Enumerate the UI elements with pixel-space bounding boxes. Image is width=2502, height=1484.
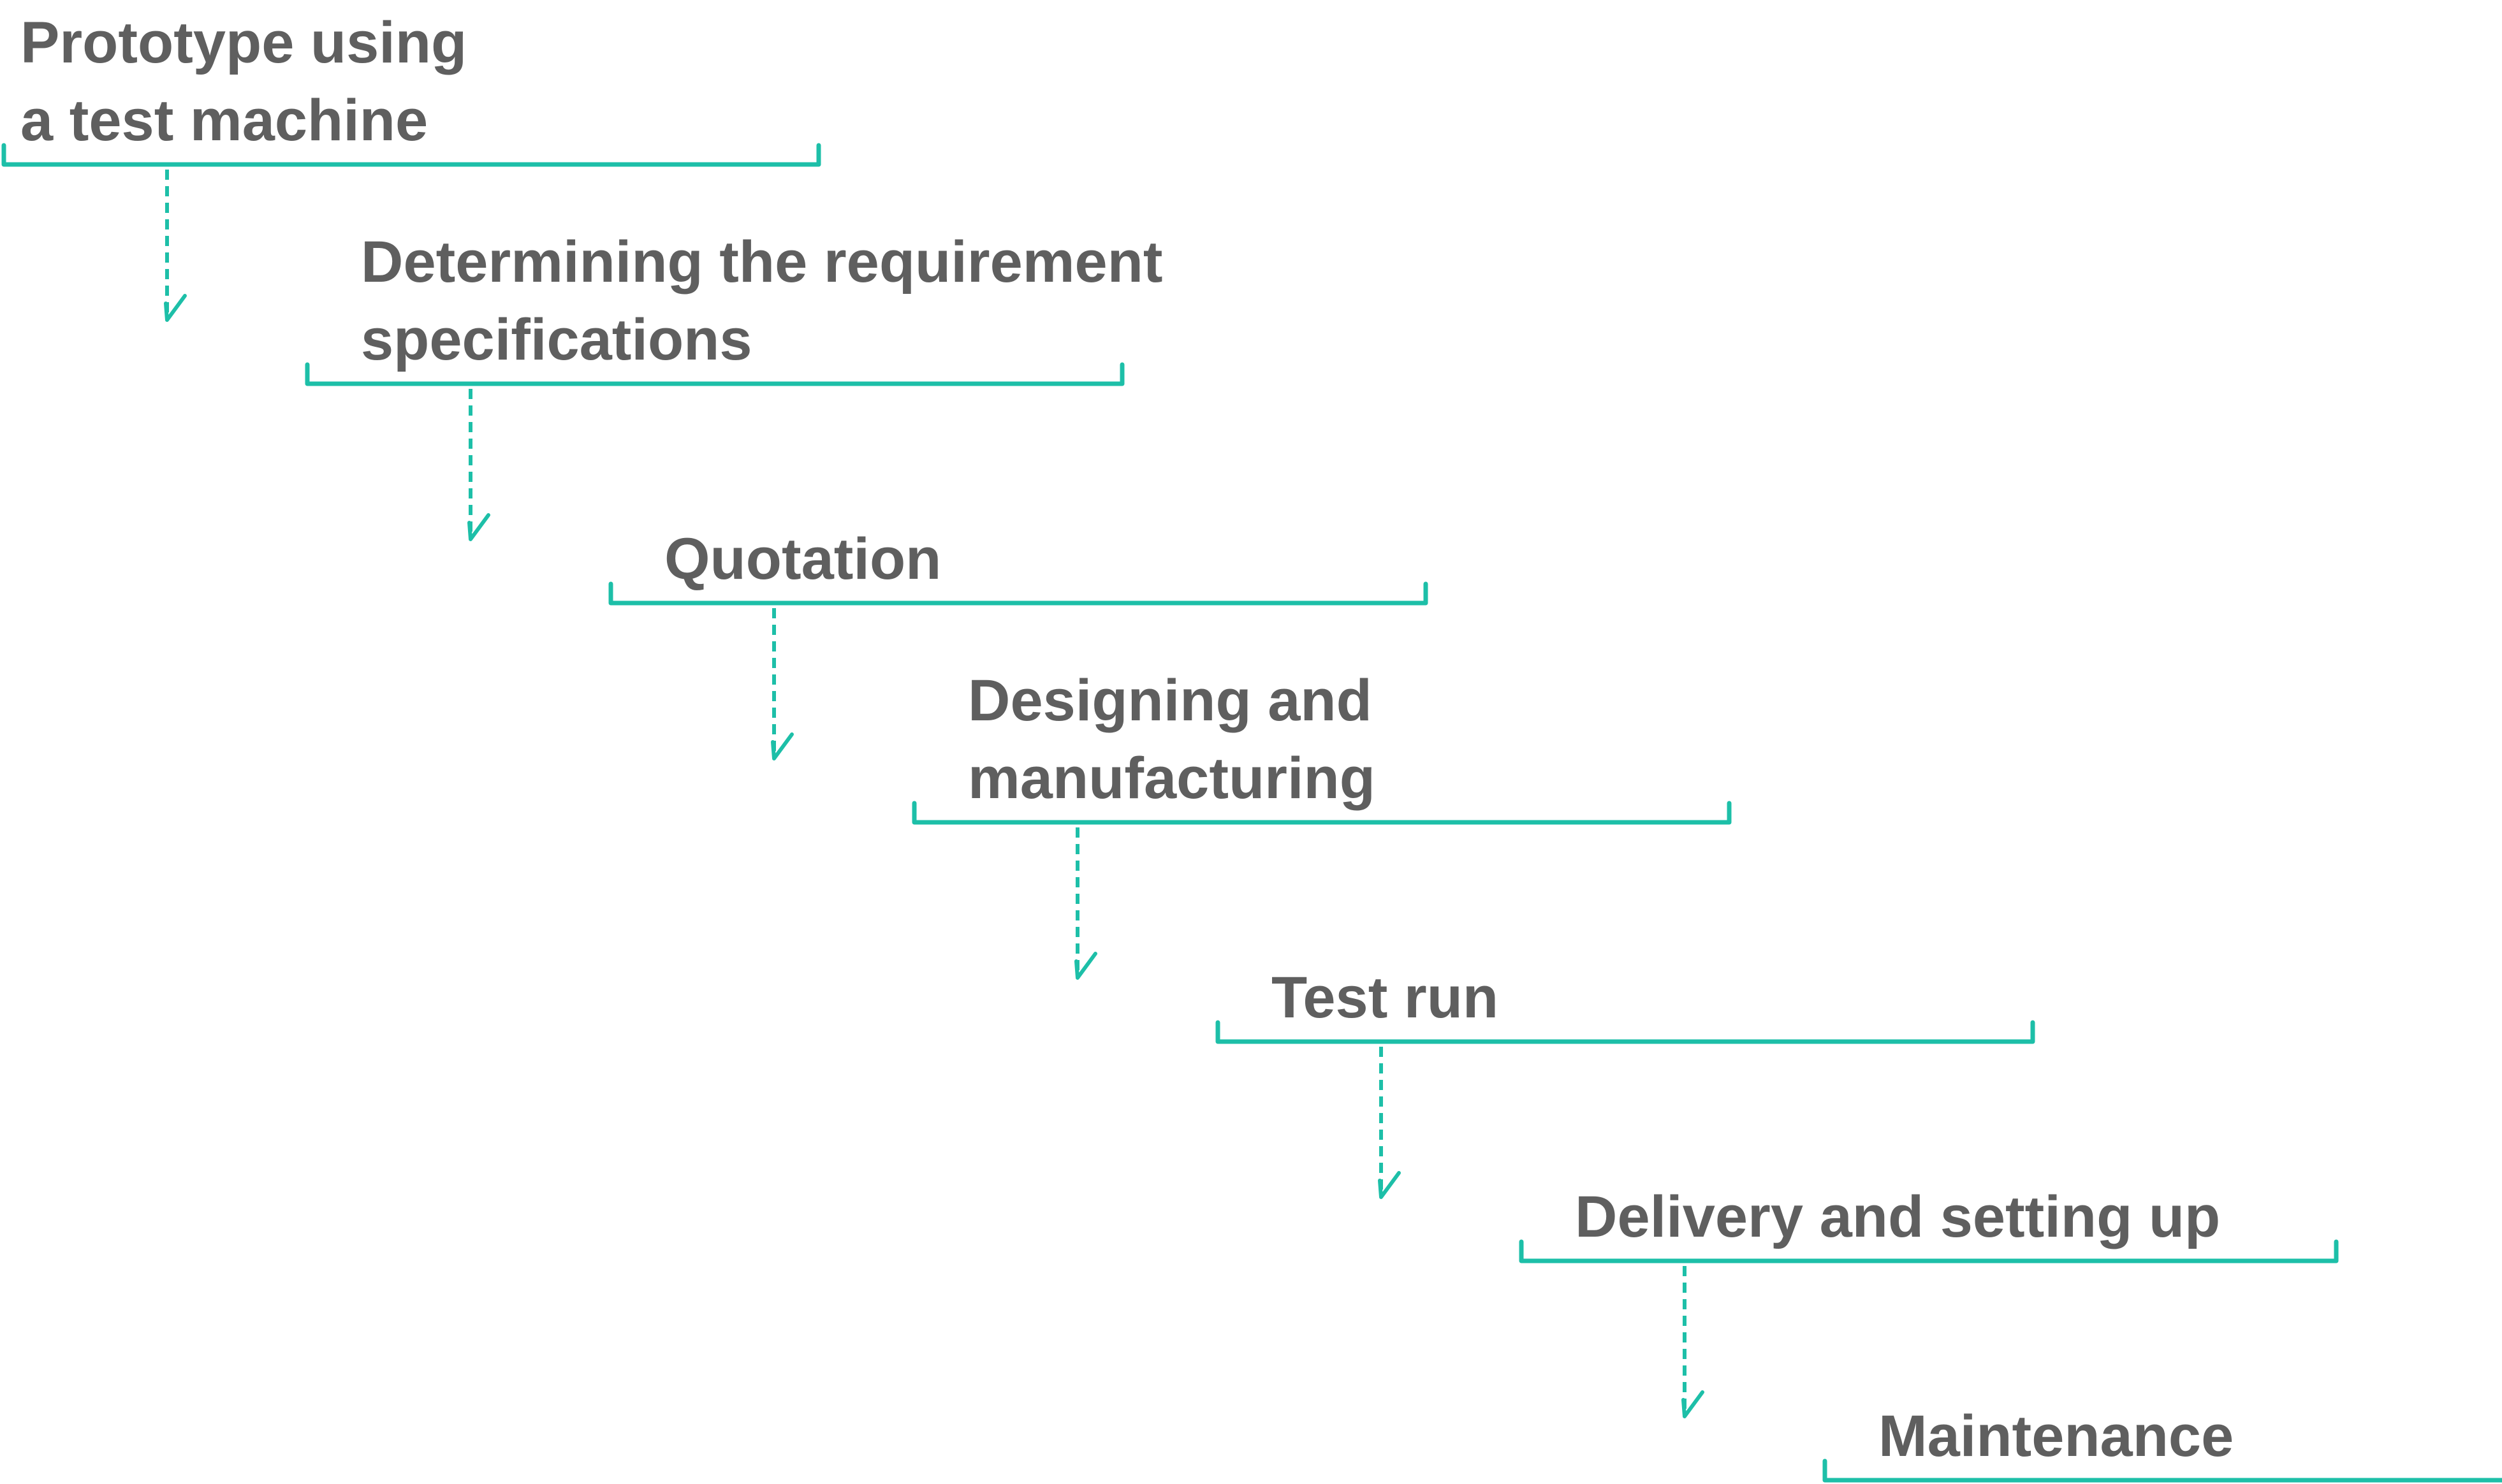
- connector-arrow-icon: [1681, 1390, 1704, 1418]
- step-labels: Prototype using a test machineDetermining…: [20, 10, 2234, 1469]
- step-bracket: [912, 801, 1732, 825]
- step-label: Maintenance: [1878, 1404, 2234, 1469]
- step-label: Delivery and setting up: [1575, 1184, 2220, 1249]
- step-bracket: [1822, 1459, 2502, 1483]
- step-brackets: [1, 143, 2502, 1483]
- step-label-line: Quotation: [664, 527, 941, 592]
- step-label-line: a test machine: [20, 88, 428, 153]
- step-label: Prototype using a test machine: [20, 10, 467, 153]
- step-bracket: [305, 362, 1125, 386]
- step-bracket: [1215, 1020, 2035, 1044]
- step-label-line: Maintenance: [1878, 1404, 2234, 1469]
- connector-arrow-icon: [1378, 1171, 1401, 1199]
- step-label-line: Prototype using: [20, 10, 467, 75]
- connector-arrow-icon: [467, 513, 490, 541]
- step-label: Determining the requirement specification…: [361, 229, 1163, 372]
- step-label-line: Determining the requirement: [361, 229, 1163, 295]
- step-label-line: Designing and: [968, 668, 1372, 733]
- step-bracket: [1, 143, 821, 167]
- step-label-line: Test run: [1271, 965, 1498, 1030]
- step-bracket: [608, 581, 1428, 606]
- step-label: Quotation: [664, 527, 941, 592]
- connectors: [164, 170, 1704, 1418]
- connector-arrow-icon: [164, 294, 187, 322]
- step-label-line: specifications: [361, 307, 752, 372]
- step-label: Designing and manufacturing: [968, 668, 1375, 811]
- step-label-line: manufacturing: [968, 746, 1375, 811]
- step-label-line: Delivery and setting up: [1575, 1184, 2220, 1249]
- step-label: Test run: [1271, 965, 1498, 1030]
- connector-arrow-icon: [1074, 952, 1097, 980]
- connector-arrow-icon: [771, 732, 794, 760]
- step-bracket: [1519, 1239, 2339, 1263]
